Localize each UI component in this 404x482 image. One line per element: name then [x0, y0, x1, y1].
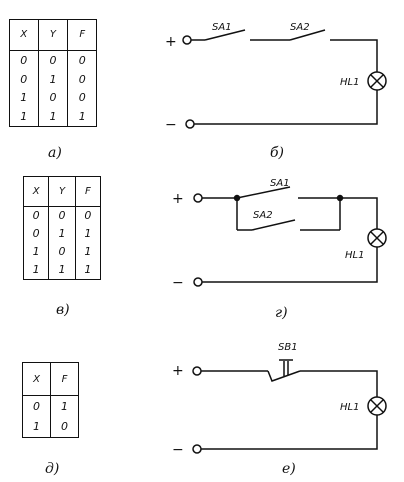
- table-cell: 0: [20, 72, 28, 86]
- wire: [340, 197, 378, 229]
- table-cell: 1: [48, 224, 76, 243]
- table-cell: 0: [37, 50, 68, 70]
- button-sb1-contact: [267, 370, 301, 382]
- terminal-minus: [192, 444, 202, 454]
- hl1-label: HL1: [345, 250, 364, 261]
- table-cell: 0: [33, 399, 40, 413]
- hl1-label: HL1: [340, 402, 359, 413]
- terminal-minus: [185, 119, 195, 129]
- table-header: F: [50, 363, 78, 397]
- table-cell: 0: [32, 227, 40, 241]
- table-cell: 0: [20, 53, 28, 67]
- caption-e: е): [282, 461, 296, 477]
- lamp-cross: [370, 74, 384, 88]
- table-cell: 1: [48, 260, 76, 279]
- lamp-cross: [370, 399, 384, 413]
- table-cell: 1: [20, 110, 28, 124]
- table-cell: 1: [74, 242, 100, 261]
- circuit-g: + SA1 SA2 HL1 −: [172, 178, 387, 291]
- table-cell: 0: [37, 88, 68, 108]
- plus-label: +: [172, 191, 184, 207]
- table-header: F: [67, 20, 96, 51]
- table-cell: 1: [32, 263, 40, 277]
- terminal-plus: [182, 35, 192, 45]
- switch-sa2: [289, 29, 326, 41]
- switch-sa2: [251, 219, 296, 231]
- minus-label: −: [172, 442, 184, 458]
- plus-label: +: [165, 34, 177, 50]
- terminal-plus: [192, 366, 202, 376]
- table-cell: 1: [37, 69, 68, 89]
- table-cell: 1: [20, 91, 28, 105]
- table-header: X: [23, 363, 51, 397]
- table-cell: 1: [37, 107, 68, 126]
- table-header: F: [74, 177, 100, 207]
- sa2-label: SA2: [253, 210, 273, 221]
- terminal-minus: [193, 277, 203, 287]
- table-cell: 0: [48, 242, 76, 261]
- caption-a: а): [48, 145, 62, 161]
- wire: [330, 39, 378, 72]
- hl1-label: HL1: [340, 77, 359, 88]
- table-header: X: [10, 20, 39, 51]
- sa1-label: SA1: [212, 22, 232, 33]
- table-cell: 1: [33, 420, 40, 434]
- table-cell: 1: [67, 107, 96, 126]
- table-cell: 0: [50, 416, 78, 437]
- table-header: Y: [37, 20, 68, 51]
- lamp-cross: [370, 231, 384, 245]
- minus-label: −: [172, 275, 184, 291]
- sa2-label: SA2: [290, 22, 310, 33]
- terminal-plus: [193, 193, 203, 203]
- table-header: Y: [48, 177, 76, 207]
- minus-label: −: [165, 117, 177, 133]
- table-cell: 0: [48, 206, 76, 225]
- table-cell: 1: [32, 245, 40, 259]
- table-cell: 0: [74, 206, 100, 225]
- table-cell: 0: [67, 50, 96, 70]
- table-cell: 0: [67, 88, 96, 108]
- circuit-e: + SB1 HL1 −: [172, 342, 387, 458]
- sb1-label: SB1: [278, 342, 298, 353]
- sa1-label: SA1: [270, 178, 290, 189]
- caption-d: д): [45, 461, 60, 477]
- table-cell: 1: [74, 260, 100, 279]
- table-header: X: [24, 177, 49, 207]
- caption-b: б): [270, 145, 285, 161]
- wire: [201, 415, 378, 450]
- table-cell: 0: [67, 69, 96, 89]
- switch-sa1: [204, 29, 246, 41]
- table-cell: 1: [74, 224, 100, 243]
- circuit-b: + SA1 SA2 HL1 −: [165, 22, 387, 133]
- table-cell: 0: [32, 209, 40, 223]
- caption-g: г): [275, 305, 288, 321]
- plus-label: +: [172, 363, 184, 379]
- wire: [300, 370, 378, 397]
- table-cell: 1: [50, 395, 78, 417]
- wire: [202, 247, 378, 283]
- caption-v: в): [56, 302, 70, 318]
- switch-sa1: [236, 186, 291, 199]
- wire: [194, 90, 378, 125]
